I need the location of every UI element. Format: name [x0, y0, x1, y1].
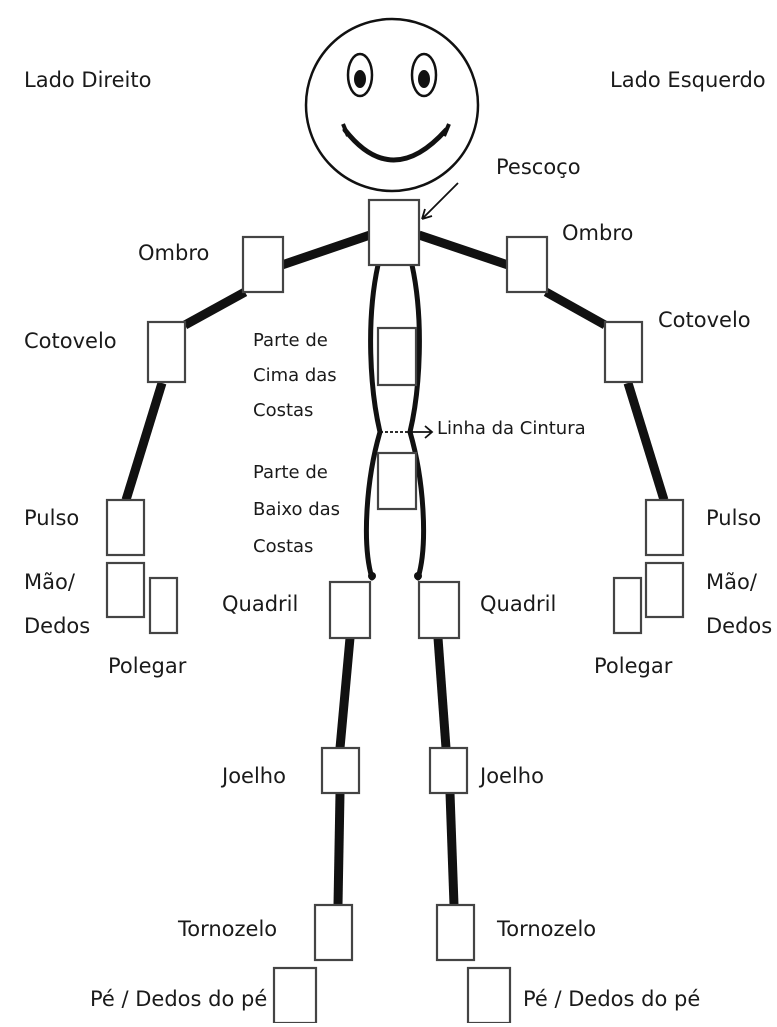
box-hip-left[interactable] — [419, 582, 459, 638]
label-right-side: Lado Direito — [24, 68, 151, 92]
label-waistline: Linha da Cintura — [437, 418, 586, 439]
box-wrist-left[interactable] — [646, 500, 683, 555]
box-knee-right[interactable] — [322, 748, 359, 793]
label-knee-right: Joelho — [220, 764, 286, 788]
label-elbow-right: Cotovelo — [24, 329, 117, 353]
box-hip-right[interactable] — [330, 582, 370, 638]
neck-arrow — [422, 183, 458, 219]
label-left-side: Lado Esquerdo — [610, 68, 766, 92]
label-knee-left: Joelho — [478, 764, 544, 788]
label-lower-back-3: Costas — [253, 536, 313, 557]
box-ankle-right[interactable] — [315, 905, 352, 960]
label-hand-right-1: Mão/ — [24, 570, 76, 594]
box-thumb-right[interactable] — [150, 578, 177, 633]
label-hip-left: Quadril — [480, 592, 556, 616]
label-ankle-right: Tornozelo — [177, 917, 277, 941]
label-upper-back-1: Parte de — [253, 330, 328, 351]
box-shoulder-right[interactable] — [243, 237, 283, 292]
box-wrist-right[interactable] — [107, 500, 144, 555]
box-thumb-left[interactable] — [614, 578, 641, 633]
label-thumb-left: Polegar — [594, 654, 673, 678]
label-wrist-right: Pulso — [24, 506, 79, 530]
label-shoulder-right: Ombro — [138, 241, 209, 265]
box-ankle-left[interactable] — [437, 905, 474, 960]
box-neck[interactable] — [369, 200, 419, 265]
label-neck: Pescoço — [496, 155, 581, 179]
label-elbow-left: Cotovelo — [658, 308, 751, 332]
label-foot-right: Pé / Dedos do pé — [90, 987, 267, 1011]
label-lower-back-1: Parte de — [253, 462, 328, 483]
box-knee-left[interactable] — [430, 748, 467, 793]
box-shoulder-left[interactable] — [507, 237, 547, 292]
label-lower-back-2: Baixo das — [253, 499, 340, 520]
box-foot-left[interactable] — [468, 968, 510, 1023]
box-hand-left[interactable] — [646, 563, 683, 617]
label-hand-right-2: Dedos — [24, 614, 90, 638]
label-ankle-left: Tornozelo — [496, 917, 596, 941]
label-foot-left: Pé / Dedos do pé — [523, 987, 700, 1011]
label-hip-right: Quadril — [222, 592, 298, 616]
label-shoulder-left: Ombro — [562, 221, 633, 245]
torso-lines — [366, 265, 423, 580]
box-elbow-right[interactable] — [148, 322, 185, 382]
box-foot-right[interactable] — [274, 968, 316, 1023]
smiley-head — [306, 19, 478, 191]
label-hand-left-2: Dedos — [706, 614, 772, 638]
box-hand-right[interactable] — [107, 563, 144, 617]
label-upper-back-2: Cima das — [253, 365, 337, 386]
label-thumb-right: Polegar — [108, 654, 187, 678]
label-wrist-left: Pulso — [706, 506, 761, 530]
box-upper-back[interactable] — [378, 328, 416, 385]
label-hand-left-1: Mão/ — [706, 570, 758, 594]
box-elbow-left[interactable] — [605, 322, 642, 382]
box-lower-back[interactable] — [378, 453, 416, 509]
label-upper-back-3: Costas — [253, 400, 313, 421]
